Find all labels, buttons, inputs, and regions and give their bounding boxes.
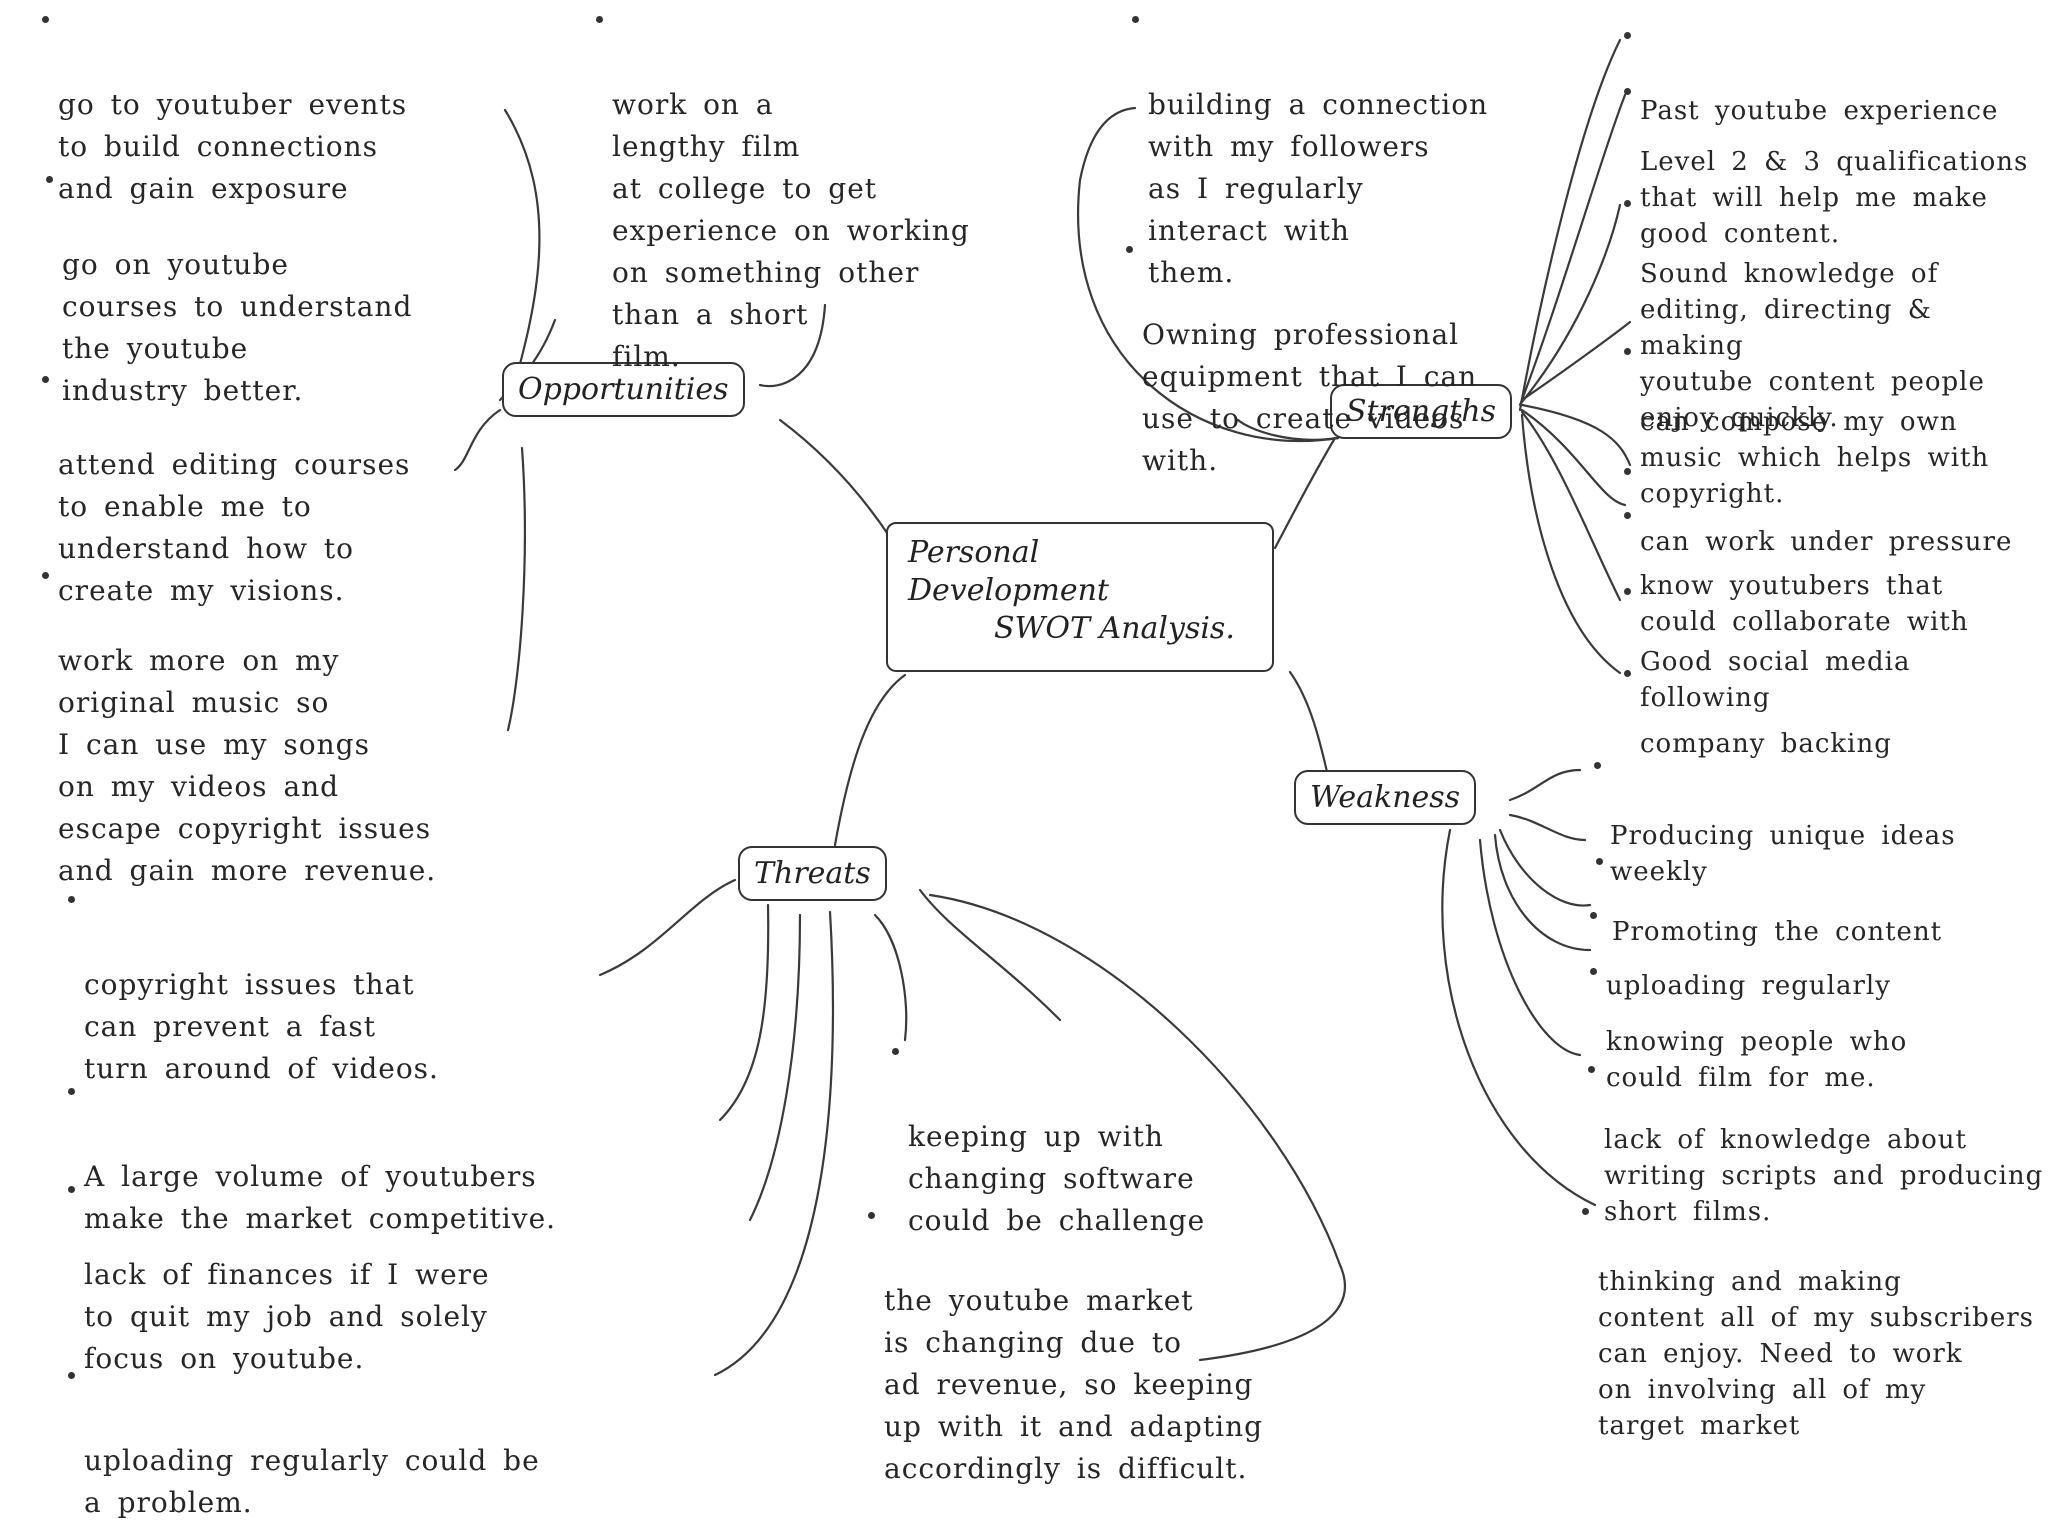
strength-text: company backing (1640, 729, 1892, 759)
bullet-dot-icon (1588, 1066, 1595, 1073)
weakness-text: Producing unique ideas weekly (1610, 821, 1956, 887)
opportunity-text: work on a lengthy film at college to get… (612, 88, 970, 373)
mind-map-canvas: Personal Development SWOT Analysis. Oppo… (42, 0, 2048, 1519)
bullet-dot-icon (1582, 1208, 1589, 1215)
category-threats-label: Threats (754, 856, 871, 891)
category-threats: Threats (738, 846, 887, 901)
central-topic-line1: Personal (908, 535, 1040, 570)
strength-note: Level 2 & 3 qualifications that will hel… (1624, 72, 2048, 252)
strength-text: Sound knowledge of editing, directing & … (1640, 259, 1985, 433)
bullet-dot-icon (1590, 912, 1597, 919)
category-opportunities-label: Opportunities (518, 372, 729, 407)
weakness-text: Promoting the content (1612, 917, 1943, 947)
strength-note: Past youtube experience (1624, 16, 2048, 130)
bullet-dot-icon (1624, 588, 1631, 595)
strength-text: Good social media following (1640, 647, 1911, 713)
threat-note: lack of finances if I were to quit my jo… (68, 1170, 724, 1380)
threat-note: keeping up with changing software could … (892, 1032, 1328, 1242)
weakness-text: lack of knowledge about writing scripts … (1604, 1125, 2044, 1227)
strength-note: building a connection with my followers … (1132, 0, 1568, 294)
strength-text: Past youtube experience (1640, 96, 1999, 126)
bullet-dot-icon (892, 1048, 899, 1055)
threat-text: uploading regularly could be a problem. (84, 1444, 540, 1519)
opportunity-text: go on youtube courses to understand the … (62, 248, 413, 407)
bullet-dot-icon (1126, 246, 1133, 253)
bullet-dot-icon (42, 572, 49, 579)
strength-note: can compose my own music which helps wit… (1624, 332, 2048, 512)
bullet-dot-icon (596, 16, 603, 23)
category-strengths: Strengths (1330, 384, 1512, 439)
strength-text: building a connection with my followers … (1148, 88, 1489, 289)
category-weakness-label: Weakness (1310, 780, 1461, 815)
opportunity-note: work more on my original music so I can … (42, 556, 598, 892)
strength-note: Owning professional equipment that I can… (1126, 230, 1562, 482)
strength-note: company backing (1624, 654, 2048, 762)
category-opportunities: Opportunities (502, 362, 745, 417)
threat-text: A large volume of youtubers make the mar… (84, 1160, 557, 1235)
weakness-note: thinking and making content all of my su… (1582, 1192, 2048, 1444)
bullet-dot-icon (42, 376, 49, 383)
threat-text: keeping up with changing software could … (908, 1120, 1206, 1237)
bullet-dot-icon (46, 176, 53, 183)
weakness-text: thinking and making content all of my su… (1598, 1267, 2034, 1441)
strength-text: Owning professional equipment that I can… (1142, 318, 1478, 477)
opportunity-note: go to youtuber events to build connectio… (42, 0, 528, 210)
weakness-note: Promoting the content (1596, 842, 2048, 950)
weakness-text: uploading regularly (1606, 971, 1891, 1001)
bullet-dot-icon (42, 16, 49, 23)
strength-text: know youtubers that could collaborate wi… (1640, 571, 1969, 637)
threat-note: uploading regularly could be a problem. (68, 1356, 724, 1524)
weakness-note: lack of knowledge about writing scripts … (1588, 1050, 2048, 1230)
threat-text: the youtube market is changing due to ad… (884, 1284, 1264, 1485)
strength-note: Sound knowledge of editing, directing & … (1624, 184, 2048, 436)
opportunity-text: go to youtuber events to build connectio… (58, 88, 408, 205)
opportunity-note: go on youtube courses to understand the … (46, 160, 482, 412)
central-topic-box: Personal Development SWOT Analysis. (886, 522, 1274, 672)
weakness-text: knowing people who could film for me. (1606, 1027, 1908, 1093)
bullet-dot-icon (1624, 670, 1631, 677)
threat-text: copyright issues that can prevent a fast… (84, 968, 439, 1085)
strength-note: can work under pressure (1624, 452, 2048, 560)
weakness-note: uploading regularly (1590, 896, 2048, 1004)
strength-note: know youtubers that could collaborate wi… (1624, 496, 2048, 640)
bullet-dot-icon (1624, 348, 1631, 355)
bullet-dot-icon (1594, 762, 1601, 769)
opportunity-text: attend editing courses to enable me to u… (58, 448, 411, 607)
threat-note: the youtube market is changing due to ad… (868, 1196, 1404, 1490)
strength-note: Good social media following (1624, 572, 2048, 716)
bullet-dot-icon (1596, 858, 1603, 865)
threat-note: copyright issues that can prevent a fast… (68, 880, 644, 1090)
central-topic-line2: Development (908, 573, 1109, 608)
bullet-dot-icon (1624, 512, 1631, 519)
opportunity-text: work more on my original music so I can … (58, 644, 437, 887)
bullet-dot-icon (1624, 200, 1631, 207)
opportunity-note: attend editing courses to enable me to u… (42, 360, 488, 612)
bullet-dot-icon (1624, 468, 1631, 475)
strength-text: Level 2 & 3 qualifications that will hel… (1640, 147, 2029, 249)
weakness-note: knowing people who could film for me. (1590, 952, 2048, 1096)
strength-text: can work under pressure (1640, 527, 2013, 557)
category-weakness: Weakness (1294, 770, 1477, 825)
opportunity-note: work on a lengthy film at college to get… (596, 0, 1032, 378)
bullet-dot-icon (68, 1088, 75, 1095)
bullet-dot-icon (68, 1186, 75, 1193)
bullet-dot-icon (868, 1212, 875, 1219)
bullet-dot-icon (68, 1372, 75, 1379)
bullet-dot-icon (1624, 32, 1631, 39)
weakness-note: Producing unique ideas weekly (1594, 746, 2048, 890)
threat-note: A large volume of youtubers make the mar… (68, 1072, 724, 1240)
bullet-dot-icon (1132, 16, 1139, 23)
strength-text: can compose my own music which helps wit… (1640, 407, 1990, 509)
bullet-dot-icon (68, 896, 75, 903)
bullet-dot-icon (1590, 968, 1597, 975)
threat-text: lack of finances if I were to quit my jo… (84, 1258, 490, 1375)
bullet-dot-icon (1624, 88, 1631, 95)
central-topic-line3: SWOT Analysis. (994, 611, 1235, 646)
category-strengths-label: Strengths (1346, 394, 1496, 429)
